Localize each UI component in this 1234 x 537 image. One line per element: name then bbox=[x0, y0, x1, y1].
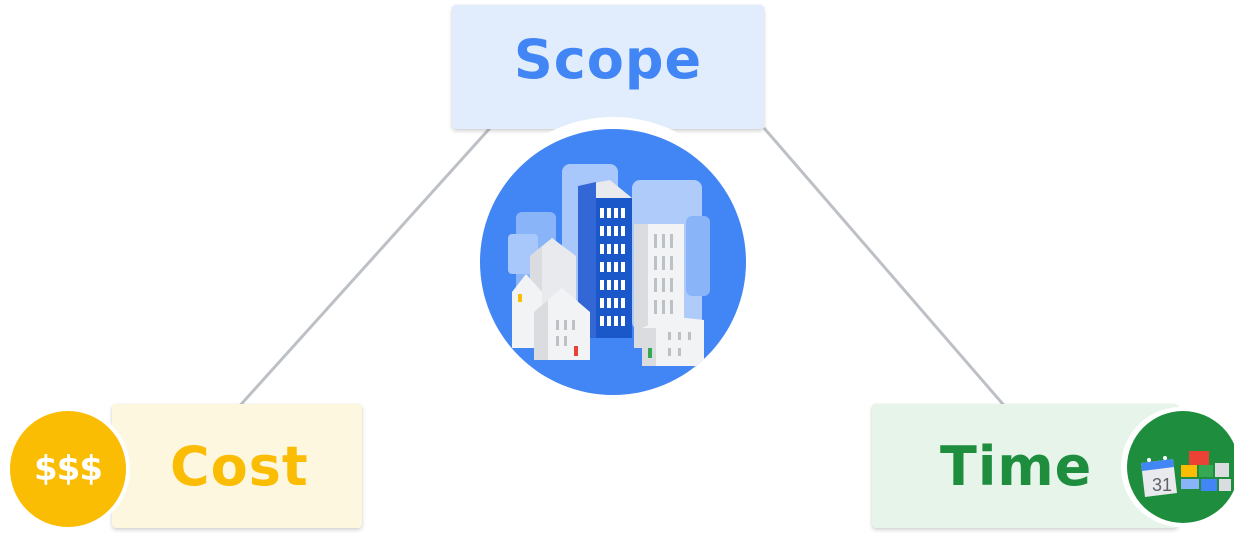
city-buildings-icon bbox=[472, 116, 754, 400]
cost-node: Cost bbox=[112, 404, 362, 528]
scope-time-connector bbox=[762, 127, 1010, 411]
scope-cost-connector bbox=[234, 126, 492, 412]
scope-label: Scope bbox=[513, 27, 703, 91]
time-label: Time bbox=[940, 434, 1093, 498]
cost-label: Cost bbox=[170, 434, 309, 498]
scope-node: Scope bbox=[452, 5, 764, 129]
calendar-day: 31 bbox=[1152, 475, 1172, 495]
calendar-blocks-icon: 31 bbox=[1119, 405, 1234, 529]
dollar-coin-icon: $$$ bbox=[4, 405, 132, 533]
dollar-coin-text: $$$ bbox=[34, 449, 103, 489]
